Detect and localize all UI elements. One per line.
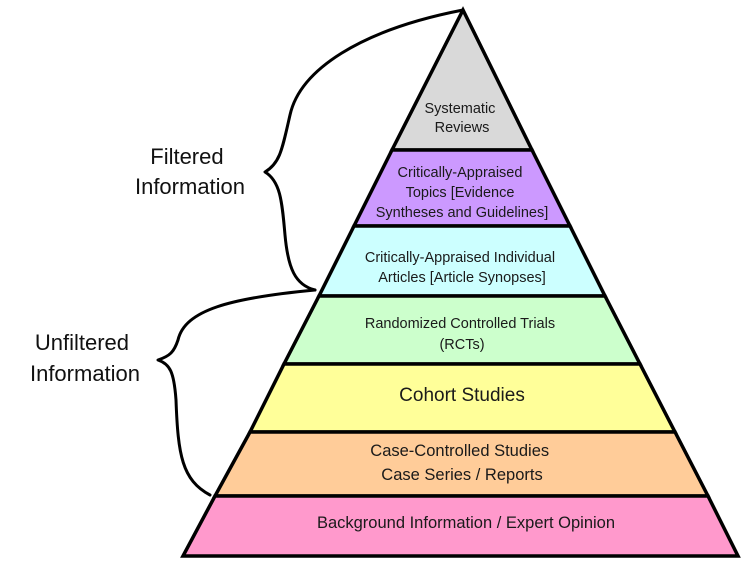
unfiltered-information-brace [156,288,317,497]
unfiltered-information-label: Unfiltered Information [30,330,140,386]
tier-label-randomized-controlled-trials: Randomized Controlled Trials (RCTs) [365,316,559,353]
tier-label-case-controlled-studies: Case-Controlled Studies Case Series / Re… [370,442,553,484]
tier-label-critically-appraised-topics: Critically-Appraised Topics [Evidence Sy… [376,165,549,221]
tier-labels: Systematic Reviews Critically-Appraised … [317,101,615,532]
pyramid [180,6,741,558]
tier-label-critically-appraised-articles: Critically-Appraised Individual Articles… [365,250,559,286]
tier-label-systematic-reviews: Systematic Reviews [425,101,500,136]
tier-label-cohort-studies: Cohort Studies [399,385,525,406]
filtered-information-brace [263,8,465,292]
tier-label-background-information: Background Information / Expert Opinion [317,514,615,532]
tier-background-information [180,494,741,558]
filtered-information-label: Filtered Information [135,144,245,199]
